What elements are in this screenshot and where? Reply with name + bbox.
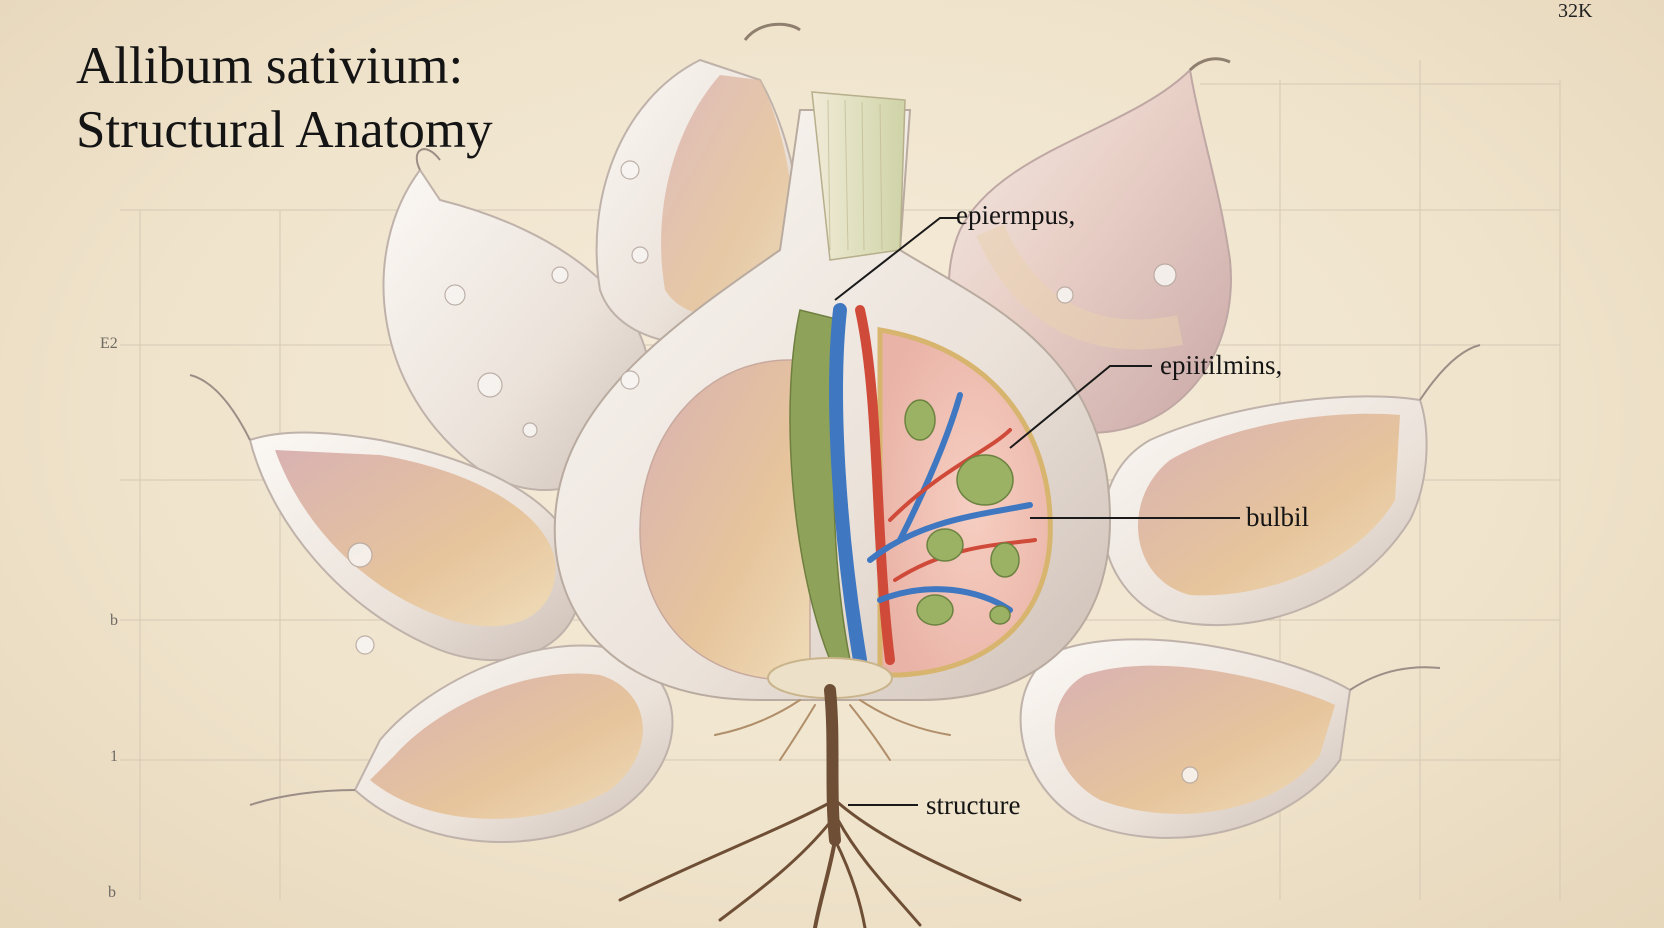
roots xyxy=(618,684,1022,928)
axis-tick-label: b xyxy=(108,884,116,901)
outer-clove-bottom-left xyxy=(249,644,674,843)
axis-tick-label: E2 xyxy=(100,335,118,352)
label-epiitilmins: epiitilmins, xyxy=(1160,350,1283,380)
axis-tick-label: b xyxy=(110,612,118,629)
label-bulbil: bulbil xyxy=(1246,502,1310,532)
outer-clove-left xyxy=(189,374,582,661)
label-structure: structure xyxy=(926,790,1021,820)
label-epiermpus: epiermpus, xyxy=(956,200,1076,230)
diagram-title: Allibum sativium: Structural Anatomy xyxy=(76,34,493,162)
axis-tick-label: 1 xyxy=(110,748,118,765)
water-droplets xyxy=(347,160,1199,784)
outer-clove-bottom-right xyxy=(1019,638,1441,839)
title-line-1: Allibum sativium: xyxy=(76,37,464,95)
title-line-2: Structural Anatomy xyxy=(76,101,493,159)
leader-lines xyxy=(834,217,1240,806)
central-bulb xyxy=(553,91,1112,701)
outer-clove-right xyxy=(1102,344,1481,627)
corner-text: 32K xyxy=(1558,0,1593,22)
